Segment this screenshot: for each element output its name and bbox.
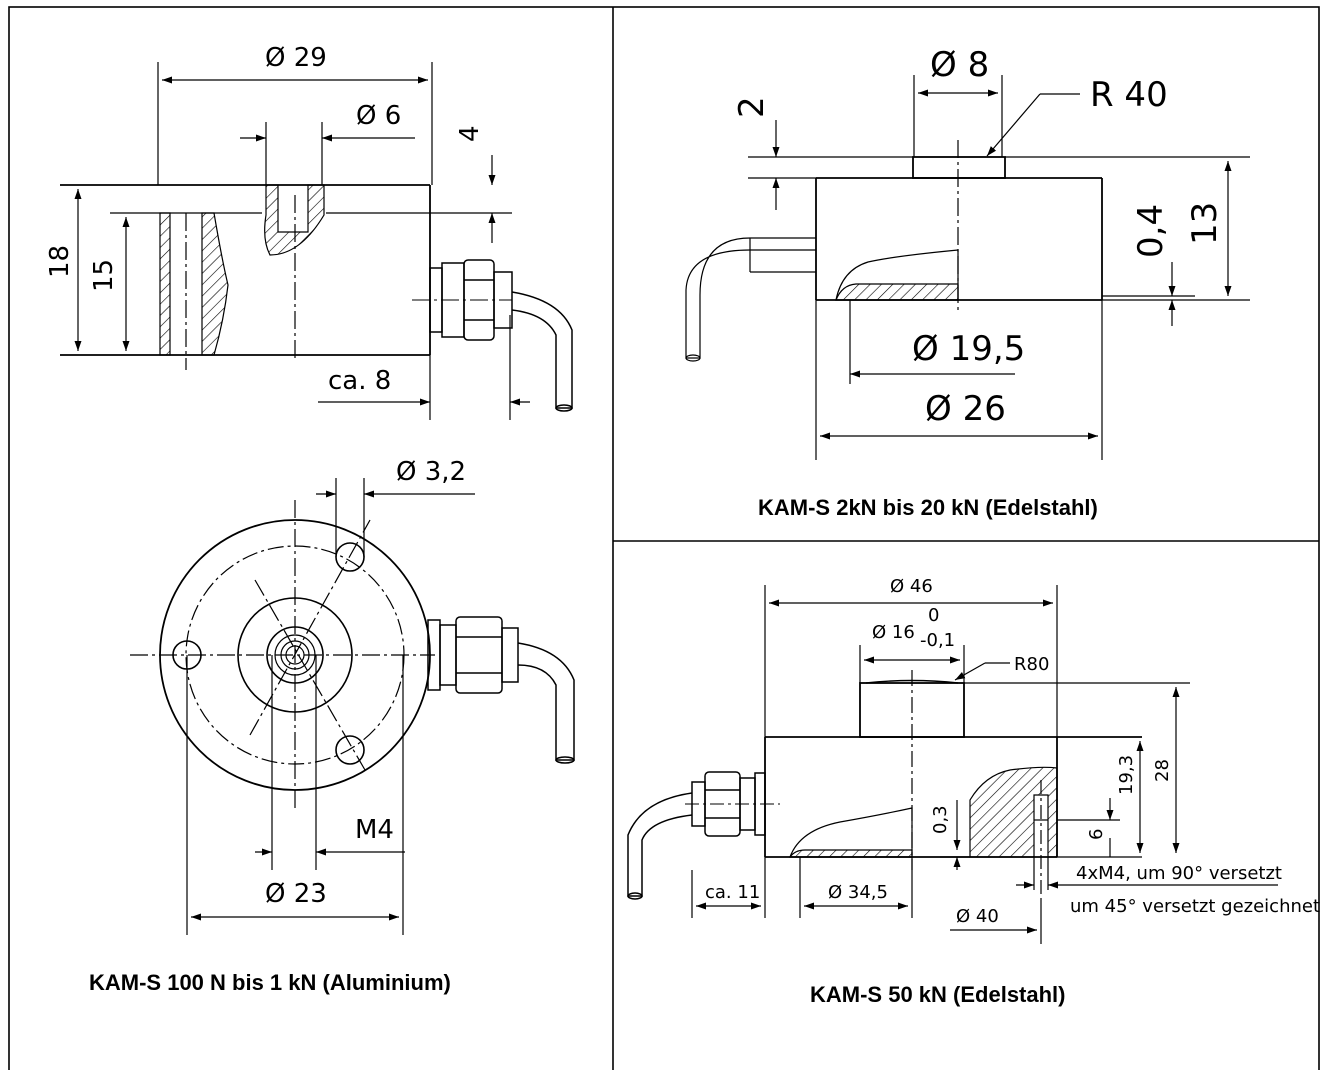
dim-h2: 2 (732, 96, 772, 118)
dim-ca11: ca. 11 (705, 882, 760, 903)
cable-gland-50kn (627, 771, 780, 900)
dim-d40: Ø 40 (956, 906, 999, 927)
dim-d8: Ø 8 (930, 45, 989, 85)
dim-h03: 0,3 (930, 805, 951, 834)
dim-d16: Ø 16 (872, 622, 915, 643)
dim-h04: 0,4 (1131, 204, 1171, 258)
dim-h28: 28 (1152, 759, 1173, 782)
dim-d345: Ø 34,5 (828, 882, 888, 903)
dim-h193: 19,3 (1116, 755, 1137, 795)
aluminium-labels: Ø 29 Ø 6 4 18 15 ca. 8 Ø 3,2 M4 Ø 23 KAM… (45, 43, 485, 995)
cable-gland-side (412, 259, 573, 412)
caption-steel-20kn: KAM-S 2kN bis 20 kN (Edelstahl) (758, 495, 1098, 520)
panel-steel-20kn (685, 75, 1250, 460)
cable-gland-top (427, 616, 575, 764)
steel50-labels: Ø 46 Ø 16 0 -0,1 R80 28 19,3 0,3 6 4xM4,… (705, 576, 1320, 1007)
dim-d23: Ø 23 (265, 879, 327, 909)
aluminium-top-view (130, 478, 575, 935)
aluminium-side-view (60, 62, 573, 420)
dim-d29: Ø 29 (265, 43, 327, 73)
caption-steel-50kn: KAM-S 50 kN (Edelstahl) (810, 982, 1066, 1007)
dim-r80: R80 (1014, 654, 1049, 675)
dim-r40: R 40 (1090, 75, 1168, 115)
dim-tol-upper: 0 (928, 605, 939, 626)
dim-h6: 6 (1086, 829, 1107, 840)
dim-d32: Ø 3,2 (396, 457, 466, 487)
dim-h4: 4 (455, 125, 485, 142)
dim-m4: M4 (355, 815, 394, 845)
dim-h13: 13 (1185, 202, 1225, 245)
dim-tol-lower: -0,1 (920, 630, 955, 651)
dim-ca8: ca. 8 (328, 366, 391, 396)
panel-steel-50kn (627, 585, 1278, 944)
note-thread: 4xM4, um 90° versetzt (1076, 863, 1282, 884)
dim-d46: Ø 46 (890, 576, 933, 597)
dim-d6: Ø 6 (356, 101, 401, 131)
dim-h18: 18 (45, 245, 75, 278)
panel-aluminium (60, 62, 575, 935)
note-drawn-offset: um 45° versetzt gezeichnet (1070, 896, 1320, 917)
caption-aluminium: KAM-S 100 N bis 1 kN (Aluminium) (89, 970, 451, 995)
sheet-frame (8, 6, 1320, 1070)
dim-d195: Ø 19,5 (912, 329, 1025, 369)
dim-d26: Ø 26 (925, 389, 1006, 429)
steel20-labels: Ø 8 R 40 2 0,4 13 Ø 19,5 Ø 26 KAM-S 2kN … (732, 45, 1225, 520)
dim-h15: 15 (89, 259, 119, 292)
